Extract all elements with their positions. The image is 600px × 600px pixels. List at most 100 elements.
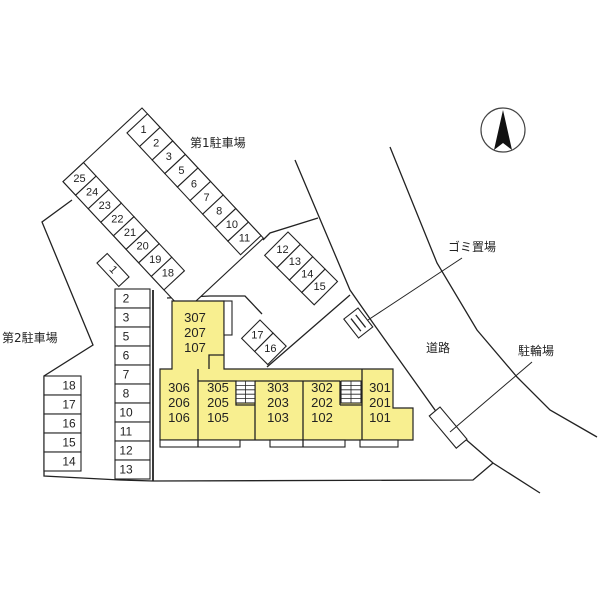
parking-space-number: 5 — [123, 330, 130, 344]
road-label: 道路 — [426, 340, 450, 355]
unit-number: 106 — [168, 410, 190, 425]
parking-space-number: 24 — [86, 186, 98, 198]
parking-space-number: 17 — [251, 330, 263, 342]
balcony — [269, 439, 346, 448]
bicycle-parking — [428, 406, 468, 449]
parking-space: 18 — [43, 375, 82, 396]
parking-space: 25 — [62, 161, 97, 196]
balcony — [359, 439, 399, 448]
unit-number: 107 — [184, 340, 206, 355]
parking-space: 21 — [112, 215, 148, 251]
parking-space-number: 11 — [239, 232, 250, 244]
parking-space-number: 6 — [191, 178, 197, 190]
parking-space-number: 17 — [62, 398, 76, 412]
parking-space-outline — [150, 256, 186, 291]
unit-number: 307 — [184, 310, 206, 325]
unit-number: 306 — [168, 380, 190, 395]
parking-space: 7 — [114, 364, 151, 385]
parking-space-number: 12 — [276, 244, 288, 256]
unit-number: 207 — [184, 325, 206, 340]
unit-number: 101 — [369, 410, 391, 425]
parking-space: 17 — [240, 319, 274, 353]
parking-space: 16 — [253, 332, 287, 366]
unit-number: 103 — [267, 410, 289, 425]
parking-space: 15 — [43, 432, 82, 453]
parking-space: 22 — [100, 202, 135, 237]
parking-2-label: 第2駐車場 — [2, 330, 58, 345]
unit-number: 201 — [369, 395, 391, 410]
building-wall — [208, 354, 224, 369]
road-edge-right — [389, 146, 598, 438]
parking-space-outline — [227, 221, 262, 256]
parking-space: 11 — [114, 421, 151, 442]
parking-space-number: 15 — [62, 436, 76, 450]
parking-space-number: 10 — [119, 406, 133, 420]
parking-space: 11 — [227, 221, 262, 256]
boundary-line — [266, 294, 351, 368]
bicycle-label: 駐輪場 — [518, 343, 554, 358]
parking-space: 13 — [114, 459, 151, 480]
road-edge-left — [294, 159, 541, 494]
site-boundary — [41, 199, 494, 482]
parking-space: 10 — [114, 402, 151, 423]
parking-space-number: 2 — [123, 292, 130, 306]
unit-number: 301 — [369, 380, 391, 395]
unit-number: 203 — [267, 395, 289, 410]
parking-space-number: 22 — [111, 213, 123, 225]
leader-line — [367, 257, 463, 321]
parking-space-number: 16 — [62, 417, 76, 431]
parking-space-number: 21 — [124, 227, 136, 239]
unit-number: 305 — [207, 380, 229, 395]
parking-space: 14 — [43, 451, 82, 472]
parking-space: 17 — [43, 394, 82, 415]
parking-space-number: 23 — [99, 200, 111, 212]
parking-space: 12 — [114, 440, 151, 461]
staircase — [235, 380, 256, 404]
garbage-area — [343, 307, 374, 339]
unit-number: 303 — [267, 380, 289, 395]
parking-space: 8 — [114, 383, 151, 404]
balcony — [223, 300, 233, 336]
unit-number: 206 — [168, 395, 190, 410]
staircase — [340, 380, 362, 404]
parking-space-number: 8 — [123, 387, 130, 401]
parking-space-number: 11 — [120, 425, 133, 439]
leader-line — [449, 361, 533, 433]
parking-space-outline — [253, 332, 287, 366]
parking-space-number: 6 — [123, 349, 130, 363]
parking-space-number: 13 — [119, 463, 133, 477]
unit-number: 202 — [311, 395, 333, 410]
parking-space-number: 2 — [153, 138, 159, 150]
parking-space-number: 12 — [119, 444, 133, 458]
parking-space: 6 — [114, 345, 151, 366]
parking-space-number: 3 — [123, 311, 130, 325]
parking-space-number: 5 — [178, 165, 184, 177]
unit-number: 205 — [207, 395, 229, 410]
parking-space-number: 13 — [289, 256, 301, 268]
unit-number: 102 — [311, 410, 333, 425]
unit-number: 302 — [311, 380, 333, 395]
parking-space-number: 18 — [62, 379, 76, 393]
parking-space-number: 18 — [162, 268, 174, 280]
parking-space-number: 19 — [149, 254, 161, 266]
parking-1-label: 第1駐車場 — [190, 135, 246, 150]
parking-space-number: 10 — [226, 219, 238, 231]
parking-space-number: 20 — [137, 241, 149, 253]
north-arrow-icon — [480, 107, 526, 153]
parking-space: 15 — [301, 268, 339, 306]
parking-space: 1 — [96, 252, 130, 288]
parking-space-number: 3 — [166, 151, 172, 163]
parking-space-number: 7 — [123, 368, 130, 382]
parking-space: 3 — [114, 307, 151, 328]
parking-space: 13 — [276, 243, 314, 281]
parking-space: 5 — [114, 326, 151, 347]
